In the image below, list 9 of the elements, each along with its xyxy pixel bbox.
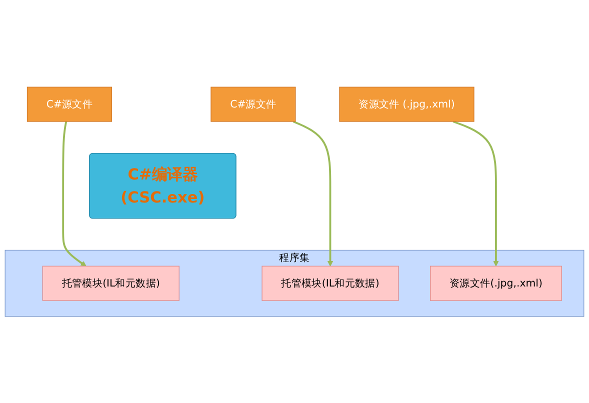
arrow — [292, 120, 334, 266]
arrow — [452, 120, 499, 266]
node-box: 托管模块(IL和元数据) — [262, 266, 399, 301]
node-box: C#源文件 — [26, 86, 112, 122]
node-box: C#源文件 — [210, 86, 296, 122]
node-box: 托管模块(IL和元数据) — [42, 266, 180, 301]
node-box: 资源文件 (.jpg,.xml) — [339, 86, 474, 122]
node-box: 资源文件(.jpg,.xml) — [430, 266, 562, 301]
arrow — [62, 121, 86, 266]
